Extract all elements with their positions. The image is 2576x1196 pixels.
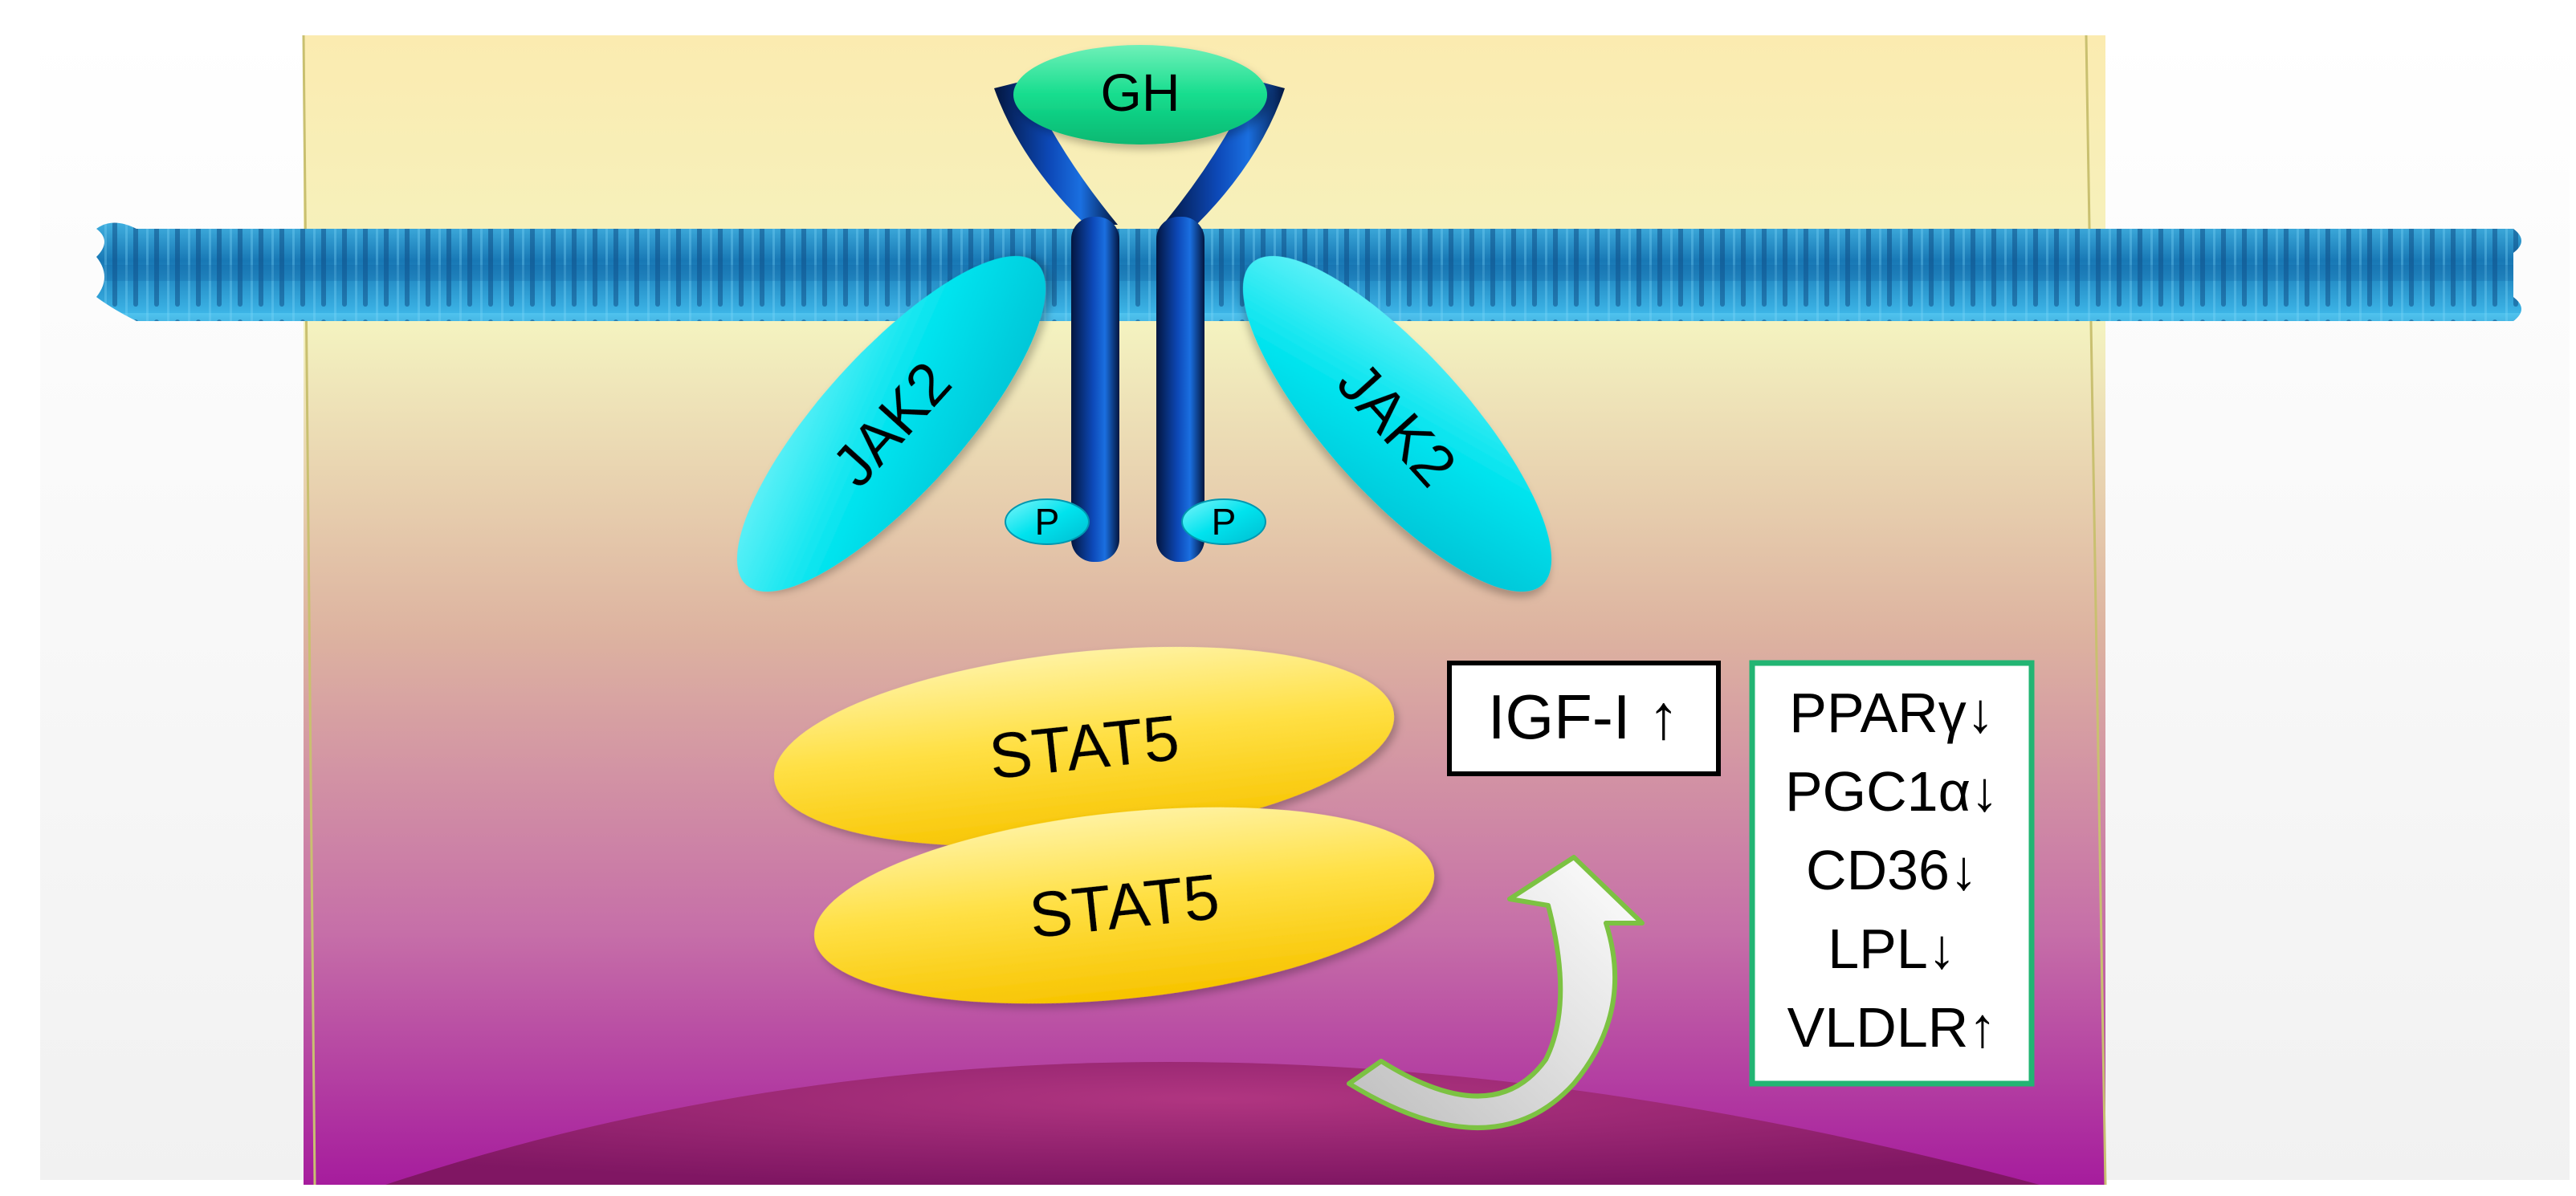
- phosphate-left-label: P: [1035, 501, 1060, 543]
- jak2-right: JAK2: [1242, 255, 1552, 592]
- nucleus: [385, 1062, 2040, 1185]
- gene-pparg: PPARγ↓: [1789, 681, 1994, 744]
- gh-ligand: GH: [1013, 45, 1267, 144]
- igf-box: IGF-I ↑: [1447, 661, 1721, 776]
- jak2-left: JAK2: [736, 255, 1046, 592]
- stat5-top: STAT5: [773, 646, 1395, 847]
- cell-border-right: [2085, 35, 2107, 1186]
- gene-cd36: CD36↓: [1806, 839, 1978, 901]
- stat5-bottom: STAT5: [813, 807, 1435, 1004]
- curved-up-arrow: [1347, 855, 1645, 1130]
- igf-label: IGF-I ↑: [1488, 681, 1679, 752]
- gene-regulation-box: PPARγ↓ PGC1α↓ CD36↓ LPL↓ VLDLR↑: [1749, 660, 2035, 1087]
- cell-border-left: [302, 35, 316, 1186]
- gene-vldlr: VLDLR↑: [1787, 996, 1997, 1059]
- phosphate-left: P: [1005, 498, 1090, 545]
- phosphate-right-label: P: [1212, 501, 1237, 543]
- gh-receptor-intracellular: [1071, 217, 1204, 562]
- phosphate-right: P: [1181, 498, 1266, 545]
- gh-label: GH: [1101, 63, 1180, 122]
- gene-pgc1a: PGC1α↓: [1785, 760, 1999, 823]
- gene-lpl: LPL↓: [1828, 917, 1956, 980]
